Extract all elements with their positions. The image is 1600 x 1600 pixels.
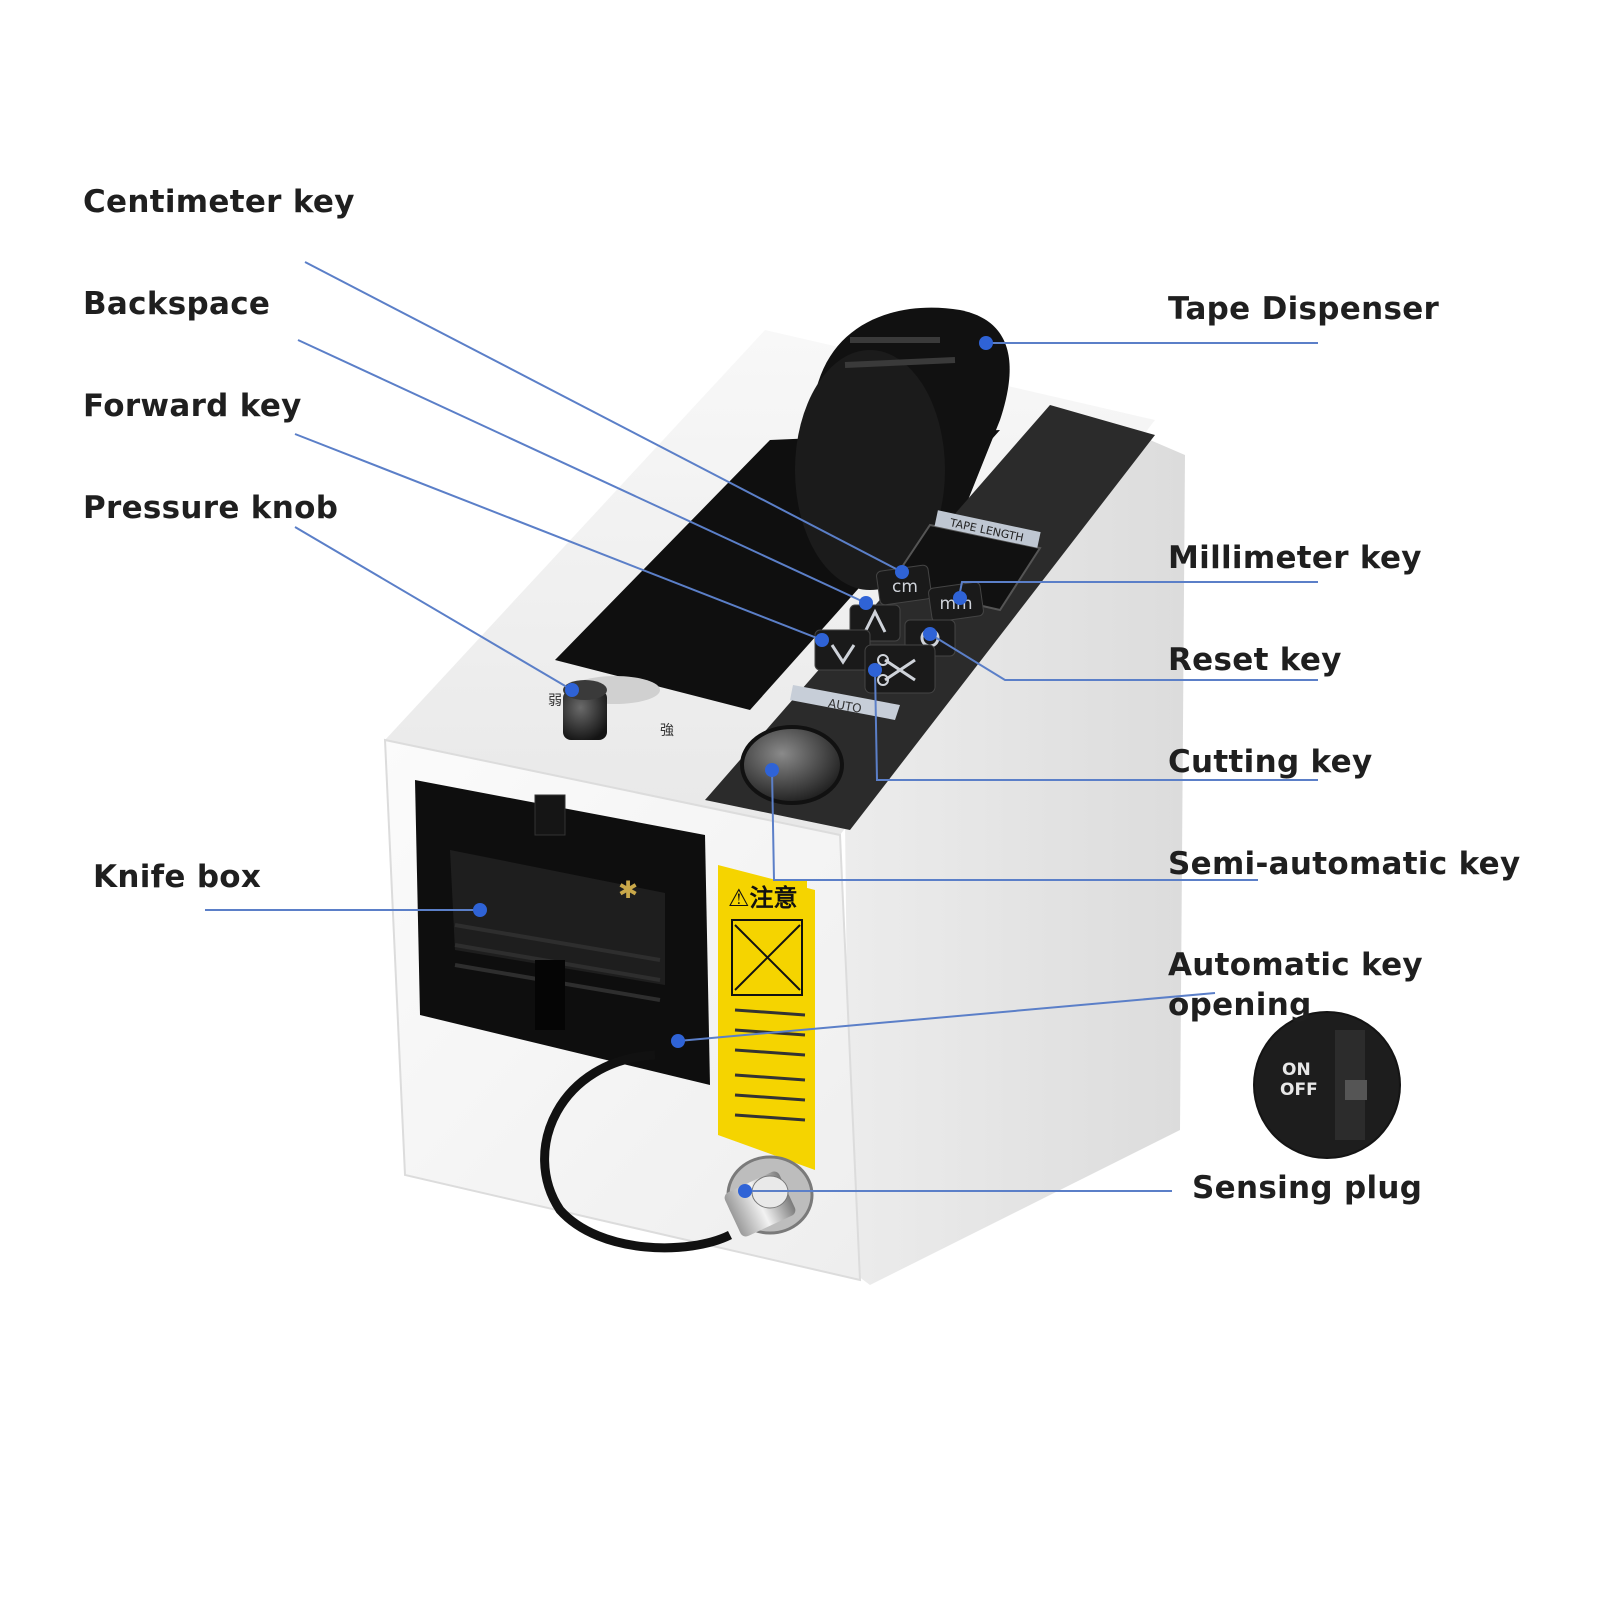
sensing-plug-label: Sensing plug [1192,1170,1423,1206]
forward-key-callout [294,433,823,641]
tape-roll-holder [795,307,1010,590]
semi-automatic-key[interactable] [740,725,844,805]
svg-text:✱: ✱ [618,876,638,904]
svg-text:ON: ON [1282,1060,1311,1080]
millimeter-key-label: Millimeter key [1168,540,1422,576]
sensing-plug [724,1155,814,1237]
pressure-knob-label: Pressure knob [83,490,339,526]
knife-box: ✱ [415,780,710,1085]
millimeter-key-callout [959,581,1318,593]
automatic-key-dot [671,1034,685,1048]
warning-sticker: ⚠注意 [718,865,815,1170]
cutting-key-dot [868,663,882,677]
reset-key-label: Reset key [1168,642,1342,678]
control-panel [705,405,1155,830]
cm-key[interactable]: cm [876,564,932,606]
forward-key-dot [815,633,829,647]
device-side-face [845,440,1185,1285]
automatic-key-callout [677,992,1216,1042]
millimeter-key-dot [953,591,967,605]
sensor-cable [540,1050,733,1253]
backspace-dot [859,596,873,610]
cutting-key-label: Cutting key [1168,744,1373,780]
centimeter-key-label: Centimeter key [83,184,355,220]
reset-key-callout [929,633,1318,681]
pressure-knob-callout [294,526,573,691]
automatic-key-opening-label: Automatic key opening [1168,947,1423,1023]
semi-automatic-key-label: Semi-automatic key [1168,846,1521,882]
sensing-plug-dot [738,1184,752,1198]
pressure-knob-dot [565,683,579,697]
svg-text:⚠注意: ⚠注意 [728,884,798,912]
forward-key-label: Forward key [83,388,302,424]
knife-box-dot [473,903,487,917]
svg-text:強: 強 [660,723,674,739]
auto-label: AUTO [790,685,900,720]
centimeter-key-callout [304,261,903,573]
svg-text:OFF: OFF [1280,1080,1318,1100]
cutting-key-callout [874,669,1318,781]
svg-text:AUTO: AUTO [827,696,863,716]
backspace-callout [297,339,867,604]
svg-text:cm: cm [892,577,918,597]
callout-lines [205,261,1318,1192]
callout-dots [473,336,993,1198]
automatic-switch-inset: ON OFF [1253,1011,1401,1159]
reset-key-dot [923,627,937,641]
svg-text:弱: 弱 [548,693,562,709]
tape-dispenser-dot [979,336,993,350]
backspace-label: Backspace [83,286,271,322]
centimeter-key-dot [895,565,909,579]
semi-automatic-key-dot [765,763,779,777]
cutting-key[interactable] [864,644,936,694]
knife-box-label: Knife box [93,859,262,895]
tape-dispenser-label: Tape Dispenser [1168,291,1440,327]
semi-automatic-key-callout [771,769,1258,881]
